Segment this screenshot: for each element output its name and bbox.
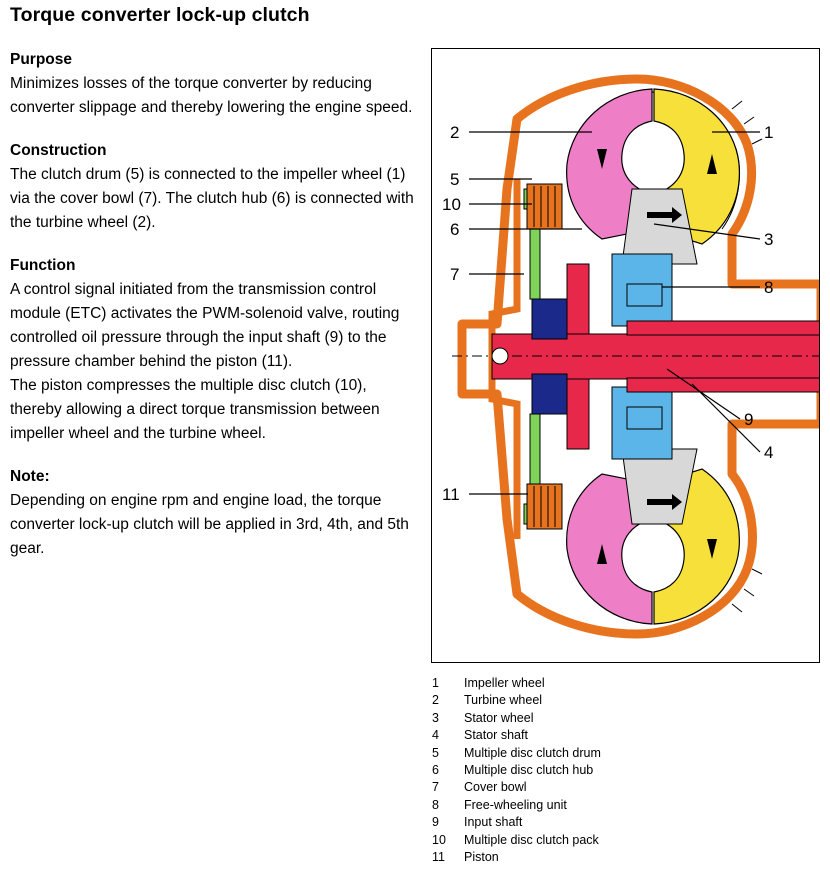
legend-number: 3 [432, 710, 439, 725]
flow-arrow-turbine-bottom [597, 544, 607, 564]
stator-shaft-top [626, 320, 819, 336]
callout-3: 3 [764, 230, 773, 249]
stator-wheel-top [621, 188, 698, 265]
legend-label: Stator shaft [464, 728, 528, 743]
turbine-hub-top [566, 263, 590, 335]
legend-number: 8 [432, 797, 439, 812]
leader-lines [469, 131, 761, 495]
turbine-hub-bottom [566, 378, 590, 450]
flow-arrow-turbine-top [597, 149, 607, 169]
callout-8: 8 [764, 278, 773, 297]
clutch-hub-top [531, 298, 568, 340]
clutch-hub-bottom [531, 373, 568, 415]
callout-2: 2 [450, 123, 459, 142]
legend-number: 4 [432, 728, 439, 743]
flow-arrow-impeller-bottom [707, 539, 717, 559]
legend-number: 2 [432, 693, 439, 708]
callout-4: 4 [764, 443, 773, 462]
flow-arrow-stator-bottom [647, 494, 682, 510]
section-construction: Construction The clutch drum (5) is conn… [10, 141, 415, 235]
legend-label: Multiple disc clutch pack [464, 832, 599, 847]
flow-arrow-stator-top [647, 207, 682, 223]
housing-outline [457, 74, 819, 639]
legend-label: Input shaft [464, 815, 523, 830]
callout-5: 5 [450, 170, 459, 189]
legend-label: Cover bowl [464, 780, 527, 795]
leader-line-9 [666, 368, 741, 420]
shaft-bore [491, 347, 509, 365]
stator-shaft-bottom [626, 377, 819, 393]
legend-item: 8 Free-wheeling unit [432, 797, 792, 814]
converter-diagram: 1 2 3 4 5 6 7 8 9 10 11 [431, 48, 820, 663]
converter-diagram-svg: 1 2 3 4 5 6 7 8 9 10 11 [442, 74, 819, 639]
legend-item: 11 Piston [432, 849, 792, 866]
legend-item: 10 Multiple disc clutch pack [432, 832, 792, 849]
legend-label: Turbine wheel [464, 693, 543, 708]
legend-label: Multiple disc clutch hub [464, 763, 594, 778]
flow-arrow-impeller-top [707, 154, 717, 174]
disc-clutch-pack-bottom [526, 483, 563, 530]
legend-number: 5 [432, 745, 439, 760]
section-heading-note: Note: [10, 468, 50, 485]
section-heading-purpose: Purpose [10, 51, 73, 68]
callout-11: 11 [442, 485, 460, 504]
legend-label: Multiple disc clutch drum [464, 745, 601, 760]
callout-6: 6 [450, 220, 459, 239]
leader-line-3 [653, 223, 761, 240]
leader-line-4 [691, 383, 761, 453]
legend-label: Free-wheeling unit [464, 797, 567, 812]
section-function: Function A control signal initiated from… [10, 256, 415, 446]
parts-legend: 1 Impeller wheel 2 Turbine wheel 3 Stator w… [432, 675, 792, 866]
legend-number: 6 [432, 763, 439, 778]
legend-item: 3 Stator wheel [432, 710, 792, 727]
callout-7: 7 [450, 265, 459, 284]
legend-item: 2 Turbine wheel [432, 692, 792, 709]
legend-label: Piston [464, 850, 499, 865]
legend-label: Stator wheel [464, 710, 534, 725]
legend-item: 6 Multiple disc clutch hub [432, 762, 792, 779]
legend-label: Impeller wheel [464, 676, 545, 690]
callout-9: 9 [744, 410, 753, 429]
legend-item: 1 Impeller wheel [432, 675, 792, 692]
disc-clutch-pack-top [526, 183, 563, 230]
freewheel-rollers-top [626, 283, 663, 307]
section-body-purpose: Minimizes losses of the torque converter… [10, 75, 413, 116]
callout-1: 1 [764, 123, 773, 142]
section-body-function-2: The piston compresses the multiple disc … [10, 377, 380, 442]
legend-number: 10 [432, 832, 446, 847]
section-body-construction: The clutch drum (5) is connected to the … [10, 166, 414, 231]
legend-item: 4 Stator shaft [432, 727, 792, 744]
section-purpose: Purpose Minimizes losses of the torque c… [10, 50, 415, 120]
section-body-note: Depending on engine rpm and engine load,… [10, 492, 409, 557]
freewheel-rollers-bottom [626, 406, 663, 430]
legend-item: 5 Multiple disc clutch drum [432, 745, 792, 762]
legend-item: 7 Cover bowl [432, 779, 792, 796]
freewheel-unit-top [611, 253, 673, 327]
stator-wheel-bottom [621, 448, 698, 525]
section-heading-function: Function [10, 257, 76, 274]
section-heading-construction: Construction [10, 142, 107, 159]
housing-ribs [731, 100, 763, 613]
legend-number: 9 [432, 815, 439, 830]
section-body-function: A control signal initiated from the tran… [10, 281, 400, 370]
section-note: Note: Depending on engine rpm and engine… [10, 467, 415, 561]
freewheel-unit-bottom [611, 386, 673, 460]
flow-arrows [597, 149, 717, 564]
page-title: Torque converter lock-up clutch [10, 4, 310, 26]
legend-item: 9 Input shaft [432, 814, 792, 831]
callout-10: 10 [442, 195, 461, 214]
legend-number: 7 [432, 780, 439, 795]
legend-number: 1 [432, 676, 439, 690]
description-column: Purpose Minimizes losses of the torque c… [10, 50, 415, 582]
legend-number: 11 [432, 850, 445, 865]
